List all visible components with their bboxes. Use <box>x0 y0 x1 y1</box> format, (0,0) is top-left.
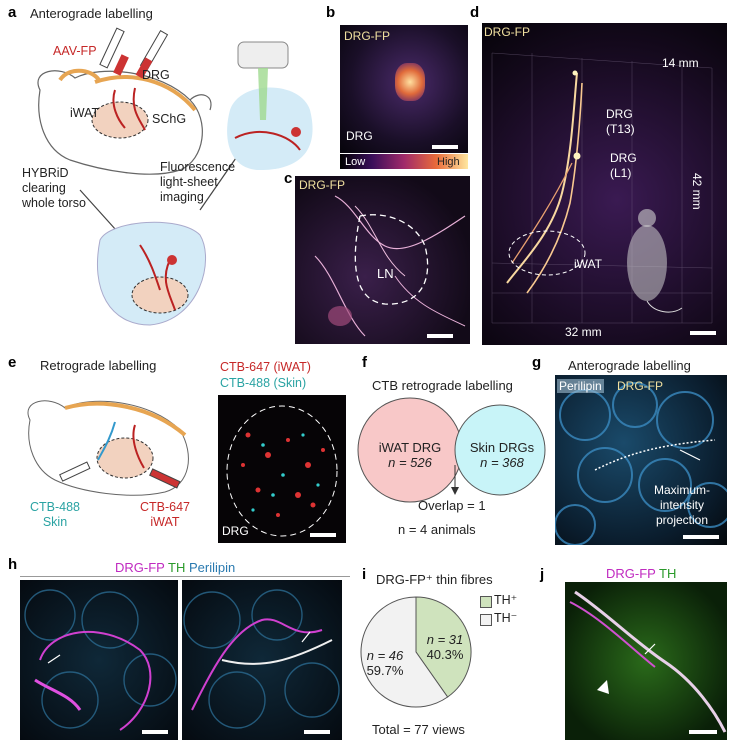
pie-slice-th-pos <box>415 596 472 698</box>
h-divider <box>20 576 350 577</box>
legend-ctb488: CTB-488 (Skin) <box>220 376 307 390</box>
legend-th-neg-swatch <box>480 614 492 626</box>
legend-ctb647: CTB-647 (iWAT) <box>220 360 311 374</box>
dim-bottom: 32 mm <box>565 325 602 339</box>
panel-a-title: Anterograde labelling <box>30 6 153 21</box>
scale-bar-h2 <box>304 730 330 734</box>
panel-h-legend: DRG-FP TH Perilipin <box>115 560 236 575</box>
panel-b-label: b <box>326 4 336 21</box>
colorbar <box>340 154 468 169</box>
schg-label: SChG <box>152 112 187 126</box>
venn-diagram <box>357 397 546 503</box>
retrograde-schematic <box>27 400 189 496</box>
drg-fp-label-d: DRG-FP <box>484 25 530 39</box>
h-image-left <box>20 580 178 740</box>
drg-tissue-label-b: DRG <box>346 129 373 143</box>
panel-i-title: DRG-FP⁺ thin fibres <box>376 572 493 587</box>
j-image <box>565 582 727 740</box>
scale-bar-g <box>683 535 719 539</box>
drg-image: DRG-FP DRG <box>340 25 468 153</box>
panel-d-label: d <box>470 4 480 21</box>
panel-j-legend: DRG-FP TH <box>606 566 677 581</box>
h-image-right <box>182 580 342 740</box>
drg-tissue-label-e: DRG <box>222 524 249 538</box>
drg-label-a: DRG <box>142 68 170 82</box>
colorbar-high: High <box>437 156 460 168</box>
drg-fp-label-b: DRG-FP <box>344 29 390 43</box>
aav-fp-label: AAV-FP <box>53 44 97 58</box>
scale-bar-j <box>689 730 717 734</box>
legend-th-neg: TH⁻ <box>494 611 518 625</box>
dim-right: 42 mm <box>690 173 704 210</box>
iwat-label-a: iWAT <box>70 106 100 120</box>
pie-total: Total = 77 views <box>372 722 465 737</box>
torso-3d-image: DRG-FP 14 mm 42 mm 32 mm DRG(T13) DRG(L1… <box>482 23 727 345</box>
panel-a-label: a <box>8 4 17 21</box>
drg-fp-label-g: DRG-FP <box>617 379 663 393</box>
venn-animals: n = 4 animals <box>398 522 476 537</box>
drg-ctb-image: DRG <box>218 395 346 543</box>
panel-e-label: e <box>8 354 17 371</box>
legend-th-pos: TH⁺ <box>494 593 518 607</box>
venn-overlap: Overlap = 1 <box>418 498 486 513</box>
panel-f-title: CTB retrograde labelling <box>372 378 513 393</box>
legend-th-pos-swatch <box>480 596 492 608</box>
pie-chart <box>360 596 472 708</box>
panel-h-label: h <box>8 556 18 573</box>
perilipin-label-g: Perilipin <box>557 379 604 393</box>
iwat-label-d: iWAT <box>574 257 602 271</box>
colorbar-low: Low <box>345 156 366 168</box>
scale-bar-d <box>690 331 716 335</box>
panel-f-label: f <box>362 354 367 371</box>
panel-j-label: j <box>540 566 545 583</box>
panel-c-label: c <box>284 170 293 187</box>
scale-bar-e <box>310 533 336 537</box>
panel-i-label: i <box>362 566 367 583</box>
scale-bar-h1 <box>142 730 168 734</box>
scale-bar-c <box>427 334 453 338</box>
ln-image: DRG-FP LN <box>295 176 470 344</box>
panel-g-title: Anterograde labelling <box>568 358 691 373</box>
drg-fp-label-c: DRG-FP <box>299 178 345 192</box>
scale-bar-b <box>432 145 458 149</box>
drg-l1-label: DRG(L1) <box>610 151 637 180</box>
panel-a-schematic <box>37 27 313 326</box>
panel-e-title: Retrograde labelling <box>40 358 157 373</box>
pie-slice-th-neg <box>360 596 449 708</box>
panel-g-label: g <box>532 354 542 371</box>
drg-t13-label: DRG(T13) <box>606 107 635 136</box>
dim-top: 14 mm <box>662 56 699 70</box>
ln-label: LN <box>377 266 394 281</box>
